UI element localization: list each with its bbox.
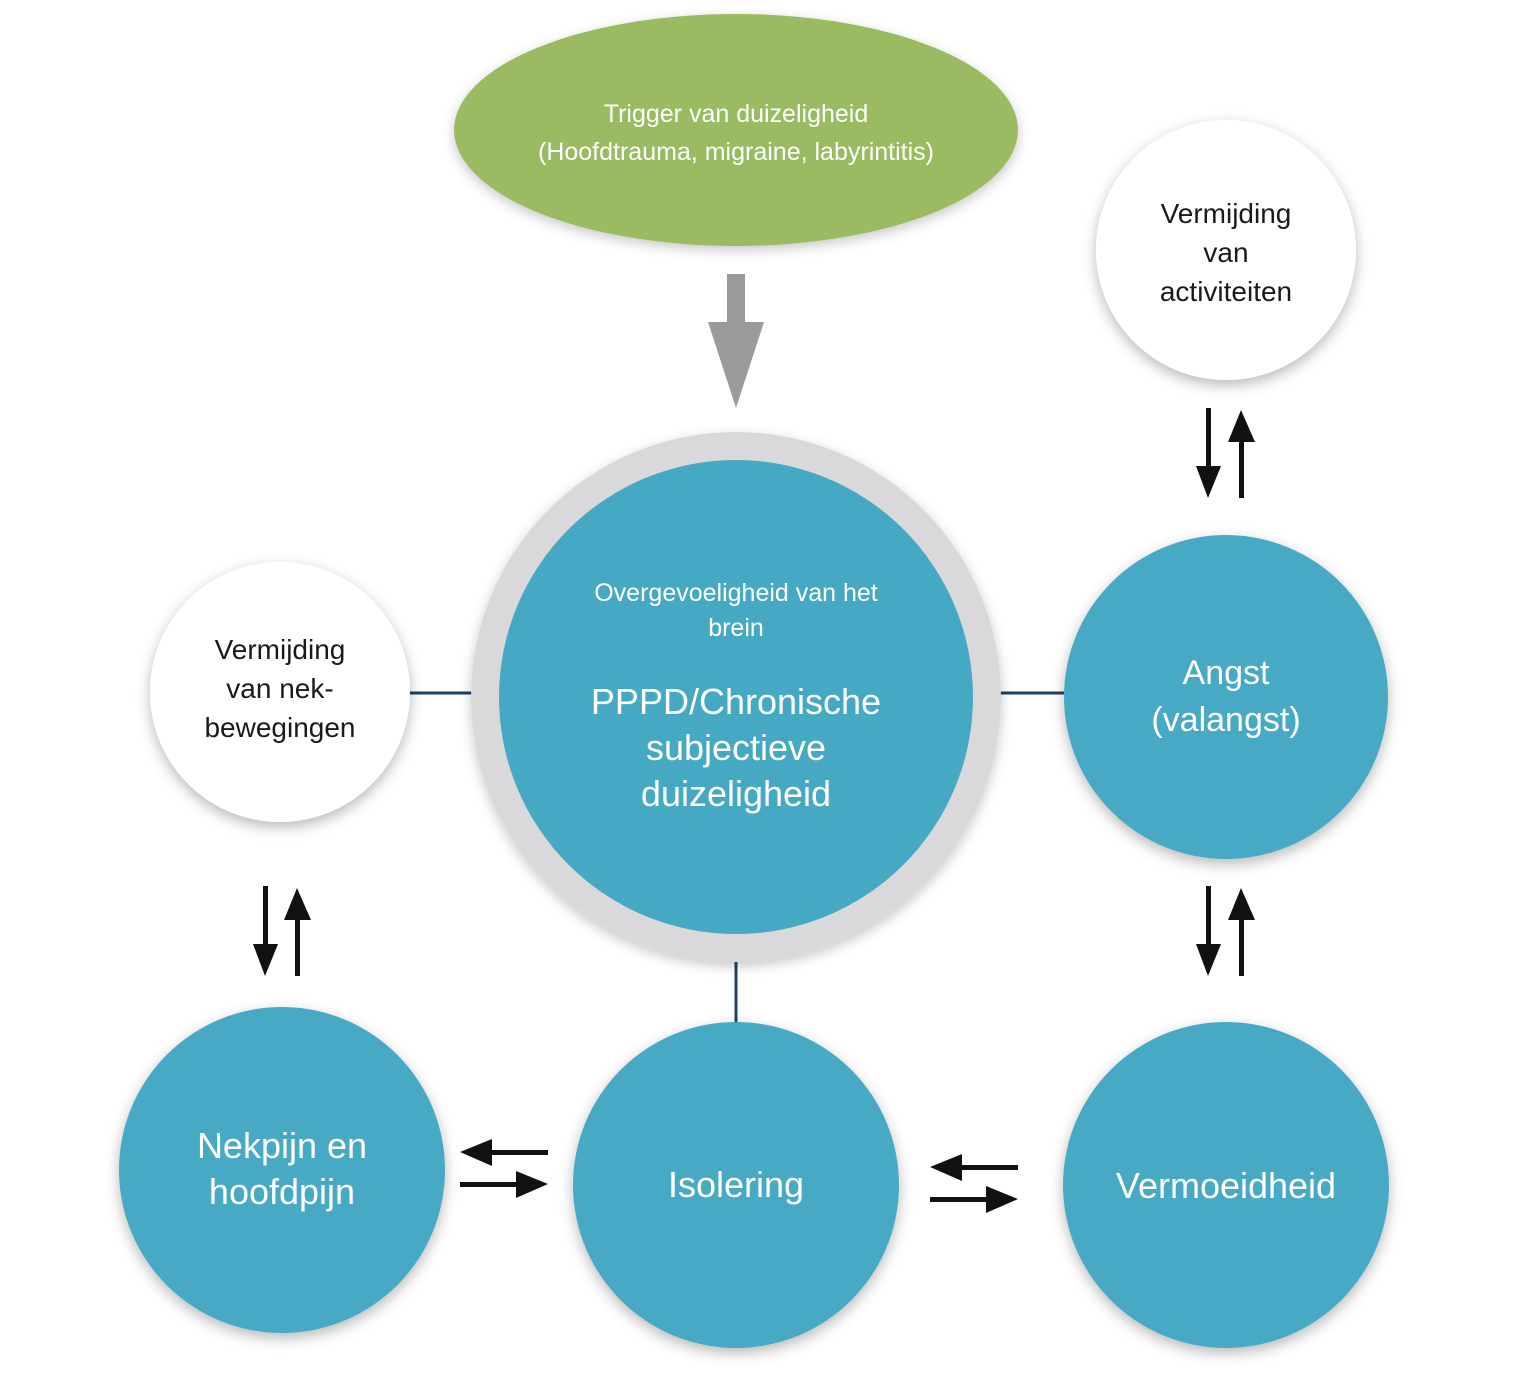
anxiety-line2: (valangst) [1151, 701, 1300, 739]
avoid-activities-line2: van [1203, 237, 1248, 268]
arrow-activities-anxiety [1196, 408, 1255, 498]
anxiety-node: Angst (valangst) [1064, 535, 1388, 859]
avoid-neck-line3: bewegingen [204, 712, 355, 743]
fatigue-node: Vermoeidheid [1063, 1022, 1389, 1348]
avoid-activities-line1: Vermijding [1161, 198, 1292, 229]
isolation-node: Isolering [573, 1022, 899, 1348]
fatigue-label: Vermoeidheid [1116, 1165, 1336, 1206]
avoid-neck-line2: van nek- [226, 673, 333, 704]
arrow-neckpain-isolation [460, 1139, 548, 1198]
arrow-isolation-fatigue [930, 1154, 1018, 1213]
neck-pain-line1: Nekpijn en [197, 1125, 367, 1166]
neck-pain-line2: hoofdpijn [209, 1171, 355, 1212]
center-node: Overgevoeligheid van het brein PPPD/Chro… [471, 432, 1001, 962]
arrow-neck-avoid-pain [253, 886, 311, 976]
center-title-line2: subjectieve [646, 727, 826, 768]
trigger-line1: Trigger van duizeligheid [604, 100, 869, 128]
neck-pain-node: Nekpijn en hoofdpijn [119, 1007, 445, 1333]
trigger-line2: (Hoofdtrauma, migraine, labyrintitis) [538, 138, 934, 166]
trigger-arrow [708, 274, 764, 408]
center-title-line1: PPPD/Chronische [591, 681, 881, 722]
arrow-anxiety-fatigue [1196, 886, 1255, 976]
avoid-activities-line3: activiteiten [1160, 276, 1292, 307]
center-subtitle-line1: Overgevoeligheid van het [594, 579, 878, 607]
center-title-line3: duizeligheid [641, 773, 831, 814]
trigger-node: Trigger van duizeligheid (Hoofdtrauma, m… [454, 14, 1018, 246]
center-subtitle-line2: brein [708, 614, 764, 642]
isolation-label: Isolering [668, 1164, 804, 1205]
avoid-activities-node: Vermijding van activiteiten [1096, 120, 1356, 380]
avoid-neck-line1: Vermijding [215, 634, 346, 665]
anxiety-line1: Angst [1183, 654, 1270, 692]
avoid-neck-node: Vermijding van nek- bewegingen [150, 562, 410, 822]
